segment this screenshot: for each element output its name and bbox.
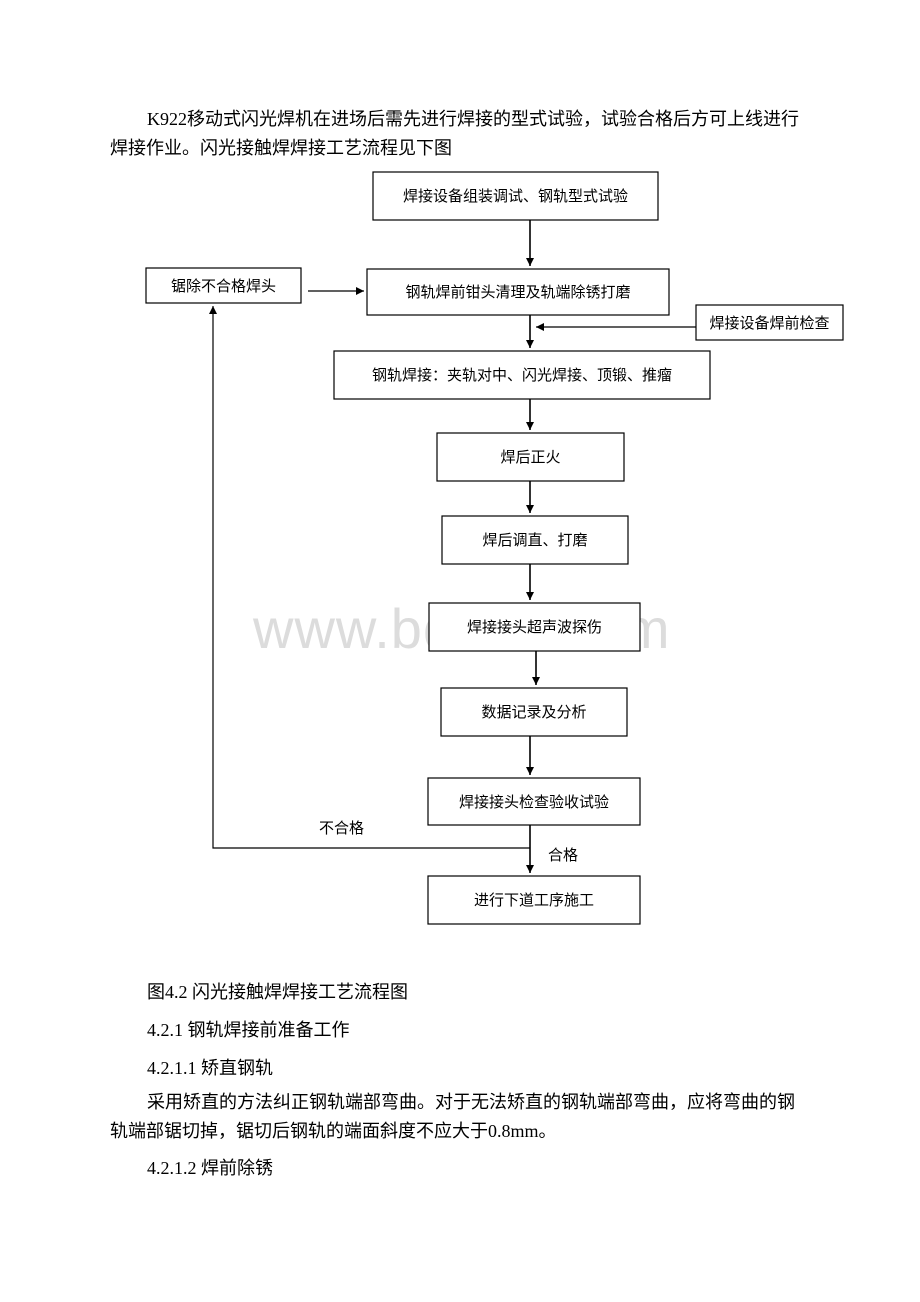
box-straighten-grind [441, 515, 629, 565]
straightening-paragraph: 采用矫直的方法纠正钢轨端部弯曲。对于无法矫直的钢轨端部弯曲，应将弯曲的钢轨端部锯… [110, 1092, 795, 1141]
section-heading-4-2-1: 4.2.1 钢轨焊接前准备工作 [147, 1020, 350, 1040]
box-next-process [427, 875, 641, 925]
section-heading-4-2-1-2: 4.2.1.2 焊前除锈 [147, 1158, 273, 1178]
box-saw-off-label: 锯除不合格焊头 [171, 277, 276, 295]
figure-caption: 图4.2 闪光接触焊焊接工艺流程图 [147, 982, 408, 1002]
box-next-process-label: 进行下道工序施工 [474, 891, 594, 909]
process-flowchart: 焊接设备组装调试、钢轨型式试验 锯除不合格焊头 钢轨焊前钳头清理及轨端除锈打磨 … [145, 171, 844, 925]
box-saw-off [145, 267, 302, 304]
box-acceptance-test [427, 777, 641, 826]
label-fail: 不合格 [319, 819, 364, 837]
box-setup-test [372, 171, 659, 221]
box-normalizing [436, 432, 625, 482]
arrow-fail-loop [209, 306, 530, 849]
box-setup-test-label: 焊接设备组装调试、钢轨型式试验 [403, 187, 628, 205]
intro-paragraph: K922移动式闪光焊机在进场后需先进行焊接的型式试验，试验合格后方可上线进行焊接… [110, 109, 799, 158]
section-heading-4-2-1-1: 4.2.1.1 矫直钢轨 [147, 1058, 273, 1078]
box-equipment-check-label: 焊接设备焊前检查 [709, 314, 829, 332]
box-ultrasonic-label: 焊接接头超声波探伤 [467, 618, 602, 636]
box-pre-clean-label: 钢轨焊前钳头清理及轨端除锈打磨 [405, 283, 630, 301]
box-data-record-label: 数据记录及分析 [481, 703, 586, 721]
box-data-record [440, 687, 628, 737]
box-rail-welding-label: 钢轨焊接：夹轨对中、闪光焊接、顶锻、推瘤 [372, 366, 672, 384]
box-rail-welding [333, 350, 711, 400]
box-equipment-check [695, 304, 844, 341]
box-straighten-grind-label: 焊后调直、打磨 [482, 531, 587, 549]
box-normalizing-label: 焊后正火 [500, 448, 560, 466]
box-ultrasonic [428, 602, 641, 652]
label-pass: 合格 [548, 846, 578, 864]
box-pre-clean [366, 268, 670, 316]
box-acceptance-test-label: 焊接接头检查验收试验 [459, 793, 609, 811]
